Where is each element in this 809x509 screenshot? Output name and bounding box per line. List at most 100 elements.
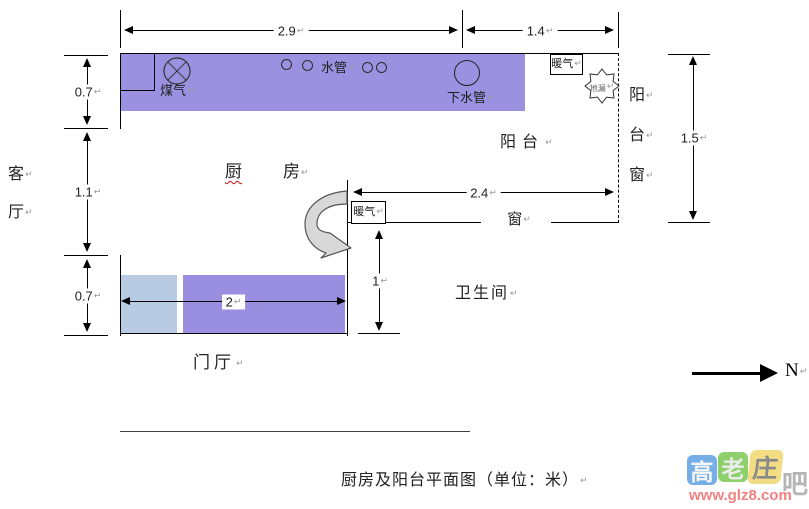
watermark-url: www.glz8.com [689,487,792,504]
return-mark-icon: ↵ [510,289,520,299]
living-room-label-char2: 厅↵ [8,204,33,221]
return-mark-icon: ↵ [233,297,242,308]
return-mark-icon: ↵ [25,170,33,180]
tick-top-left [120,10,121,48]
arrow-up-icon [83,259,91,268]
tick-top-right [618,12,619,48]
dimension-label: 0.7↵ [72,84,104,99]
water-pipe-label: 水管↵ [321,60,356,75]
tick-top-middle [462,10,463,48]
balcony-window-label-char1: 阳↵ [629,87,654,104]
dimension-opening: 1.1↵ [72,132,104,252]
north-arrow-head-icon [760,364,778,382]
dimension-label: 1.5↵ [678,130,710,146]
arrow-left-icon [121,297,130,305]
water-pipe-dot-1 [281,59,292,70]
arrow-down-icon [83,323,91,332]
water-pipe-dot-3 [362,62,373,73]
return-mark-icon: ↵ [545,138,559,148]
dimension-label: 1↵ [370,273,390,288]
tick-bathroom-bottom [358,333,400,334]
wall-left-upper [120,53,121,129]
arrow-left-icon [124,26,133,34]
arrow-right-icon [605,188,614,196]
dimension-label: 1.4↵ [522,23,558,39]
tick-right-top [668,54,710,55]
entry-hall-label: 门厅↵ [193,353,248,372]
dimension-balcony-window-width: 2.4↵ [353,185,614,201]
balcony-label: 阳台↵ [500,134,559,151]
arrow-up-icon [83,132,91,141]
dimension-bath-wall: 1↵ [370,230,390,331]
balcony-window-wall-dashed [618,53,619,223]
kitchen-label-char2: 房↵ [283,162,309,181]
tick-left-3 [64,255,108,256]
wall-left-lower [120,255,121,336]
return-mark-icon: ↵ [646,91,654,101]
return-mark-icon: ↵ [301,168,309,178]
watermark-char-2: 老 [721,457,745,482]
water-pipe-dot-2 [302,60,313,71]
arrow-left-icon [466,26,475,34]
return-mark-icon: ↵ [580,476,589,486]
caption-title: 厨房及阳台平面图（单位：米）↵ [341,472,589,489]
return-mark-icon: ↵ [376,207,384,217]
tick-left-4 [64,335,108,336]
tick-right-bottom [668,222,710,223]
heater-balcony-box: 暖气↵ [550,54,583,75]
dimension-label: 0.7↵ [72,288,104,303]
balcony-window-label-char3: 窗↵ [629,167,654,184]
watermark-char-3: 庄 [751,456,780,483]
return-mark-icon: ↵ [93,87,102,97]
tick-left-2 [64,128,108,129]
return-mark-icon: ↵ [348,63,356,73]
return-mark-icon: ↵ [646,131,654,141]
watermark-char-4: 吧 [782,470,809,499]
return-mark-icon: ↵ [93,291,102,301]
dimension-label: 1.1↵ [72,184,104,200]
arrow-left-icon [353,188,362,196]
arrow-down-icon [375,322,383,331]
return-mark-icon: ↵ [489,188,497,199]
return-mark-icon: ↵ [236,359,248,369]
dimension-label: 2.9↵ [273,23,309,39]
window-wall-left-segment [347,222,481,223]
bathroom-wall-vertical [347,180,348,336]
dimension-label: 2↵ [221,294,246,310]
north-label: N↵ [785,360,808,381]
north-arrow-line [692,372,762,375]
watermark: 高 老 庄 吧 www.glz8.com [687,448,809,509]
arrow-down-icon [689,211,697,220]
balcony-window-label-char2: 台↵ [629,127,654,144]
gas-stove-icon [163,57,191,85]
arrow-down-icon [83,243,91,252]
dimension-balcony-depth: 1.5↵ [678,56,710,220]
drain-pipe-icon [454,60,480,86]
return-mark-icon: ↵ [606,82,615,92]
watermark-tile-2: 老 [718,452,748,482]
window-label: 窗↵ [500,211,538,229]
dimension-hall-cabinet: 2↵ [121,294,346,310]
return-mark-icon: ↵ [487,93,495,103]
window-wall-right-segment [551,222,619,223]
return-mark-icon: ↵ [187,86,195,96]
watermark-tile-1: 高 [687,455,717,485]
arrow-up-icon [689,56,697,65]
return-mark-icon: ↵ [25,208,33,218]
door-swing-arrow-icon [304,190,352,259]
tick-left-1 [64,55,108,56]
dimension-wall-lower: 0.7↵ [72,259,104,332]
arrow-up-icon [375,230,383,239]
return-mark-icon: ↵ [296,26,305,37]
return-mark-icon: ↵ [545,26,554,37]
dimension-counter-right: 1.4↵ [466,23,614,39]
return-mark-icon: ↵ [380,276,388,286]
gas-label: 煤气↵ [160,83,195,98]
return-mark-icon: ↵ [699,133,708,144]
return-mark-icon: ↵ [799,367,808,377]
wall-top [120,53,619,54]
arrow-right-icon [449,26,458,34]
return-mark-icon: ↵ [93,187,102,198]
floor-drain-icon [584,68,620,104]
